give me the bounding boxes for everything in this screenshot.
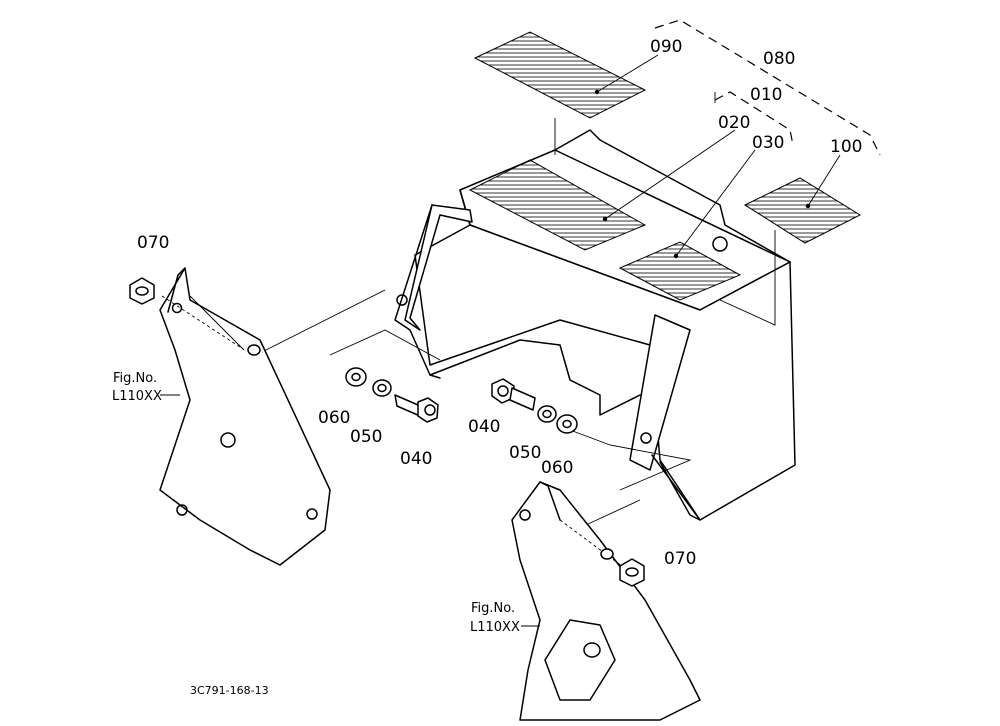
- guide-panel-left: [261, 289, 386, 353]
- bolt-040-right: [491, 378, 536, 411]
- label-090: [473, 31, 647, 119]
- label-100: [743, 177, 862, 244]
- label-text-020: 020: [718, 113, 750, 133]
- group-bracket-010: [714, 91, 794, 146]
- bolt-040-left: [394, 394, 439, 423]
- washer-050-left: [372, 379, 392, 397]
- nut-070-right: [619, 558, 645, 587]
- main-cover-panel: [394, 129, 796, 521]
- group-bracket-080: [654, 19, 881, 156]
- fig-ref-left-line2: L110XX: [112, 389, 162, 404]
- label-text-070-left: 070: [137, 233, 169, 253]
- label-020: [468, 159, 647, 251]
- label-text-050-left: 050: [350, 427, 382, 447]
- label-text-070-right: 070: [664, 549, 696, 569]
- label-text-040-left: 040: [400, 449, 432, 469]
- label-text-060-left: 060: [318, 408, 350, 428]
- fig-ref-left-line1: Fig.No.: [113, 371, 157, 386]
- label-text-040-right: 040: [468, 417, 500, 437]
- guide-washer-left: [329, 329, 441, 361]
- stud-left: [247, 344, 261, 356]
- washer-060-left: [345, 367, 367, 387]
- fig-ref-right-line2: L110XX: [470, 620, 520, 635]
- drawing-code: 3C791-168-13: [190, 684, 269, 697]
- guide-100: [719, 230, 776, 326]
- leaders: [594, 54, 841, 259]
- label-text-060-right: 060: [541, 458, 573, 478]
- stud-right: [600, 548, 614, 560]
- nut-070-left: [129, 277, 155, 305]
- label-030: [618, 241, 742, 301]
- washer-060-right: [556, 414, 578, 434]
- label-text-010: 010: [750, 85, 782, 105]
- label-text-080: 080: [763, 49, 795, 69]
- washer-050-right: [537, 405, 557, 423]
- label-text-030: 030: [752, 133, 784, 153]
- label-text-100: 100: [830, 137, 862, 157]
- label-text-090: 090: [650, 37, 682, 57]
- fig-ref-right-line1: Fig.No.: [471, 601, 515, 616]
- left-mount-bracket: [159, 267, 331, 566]
- label-text-050-right: 050: [509, 443, 541, 463]
- right-mount-bracket: [511, 481, 701, 721]
- guide-washer-right: [569, 429, 692, 491]
